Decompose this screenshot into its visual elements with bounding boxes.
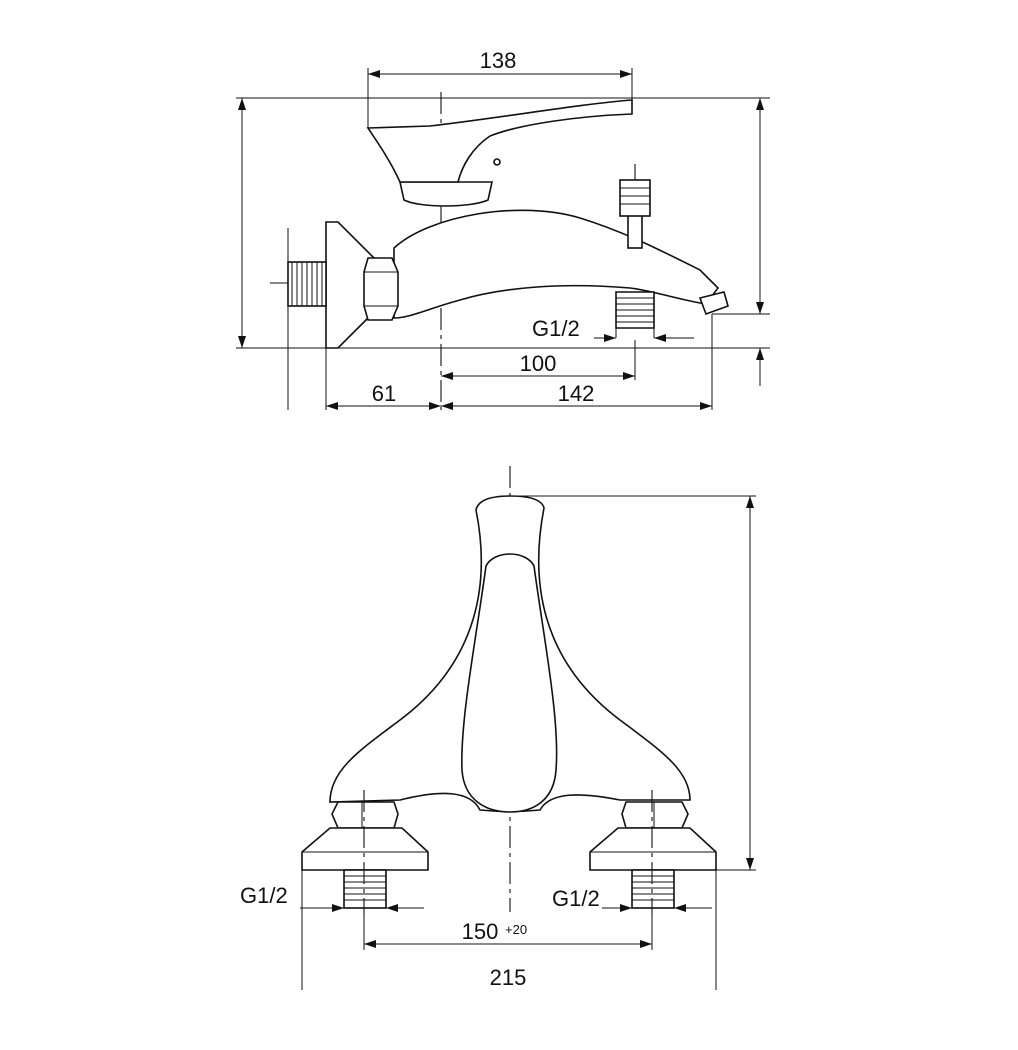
dim-overall-height xyxy=(236,97,770,349)
dim-spout-height xyxy=(712,98,770,386)
dim-connection-spacing: 150 +20 xyxy=(363,908,653,950)
spout-body xyxy=(393,209,720,319)
dim-outlet-offset: 100 xyxy=(441,340,636,380)
lever-handle xyxy=(366,99,633,183)
front-view: G1/2 G1/2 150 +20 215 xyxy=(240,466,756,990)
valve-cap xyxy=(399,181,493,207)
dim-wall-to-axis: 61 xyxy=(326,381,441,410)
hex-nut xyxy=(363,257,399,321)
dim-wall-to-axis-label: 61 xyxy=(372,381,396,406)
right-thread-callout: G1/2 xyxy=(552,886,712,912)
dim-top-width: 138 xyxy=(367,48,633,128)
left-connector xyxy=(301,790,429,916)
dim-front-height xyxy=(510,495,756,871)
side-view: 138 xyxy=(236,48,770,410)
dim-overall-width: 215 xyxy=(301,870,717,990)
left-thread-callout: G1/2 xyxy=(240,883,424,912)
dim-connection-tolerance-label: +20 xyxy=(505,922,527,937)
inlet-thread xyxy=(287,261,327,307)
dim-top-width-label: 138 xyxy=(480,48,517,73)
spout-aerator xyxy=(698,291,729,316)
dim-axis-to-spout-label: 142 xyxy=(558,381,595,406)
front-thread-right-label: G1/2 xyxy=(552,886,600,911)
dim-connection-spacing-label: 150 xyxy=(462,919,499,944)
front-lever-handle xyxy=(461,553,558,813)
right-connector xyxy=(589,790,717,916)
side-thread-label: G1/2 xyxy=(532,316,580,341)
shower-outlet-thread xyxy=(594,291,694,342)
dim-overall-width-label: 215 xyxy=(490,965,527,990)
handle-screw xyxy=(493,158,501,166)
dim-axis-to-spout: 142 xyxy=(441,381,712,410)
front-thread-left-label: G1/2 xyxy=(240,883,288,908)
diverter-knob xyxy=(619,164,651,249)
dim-outlet-offset-label: 100 xyxy=(520,351,557,376)
